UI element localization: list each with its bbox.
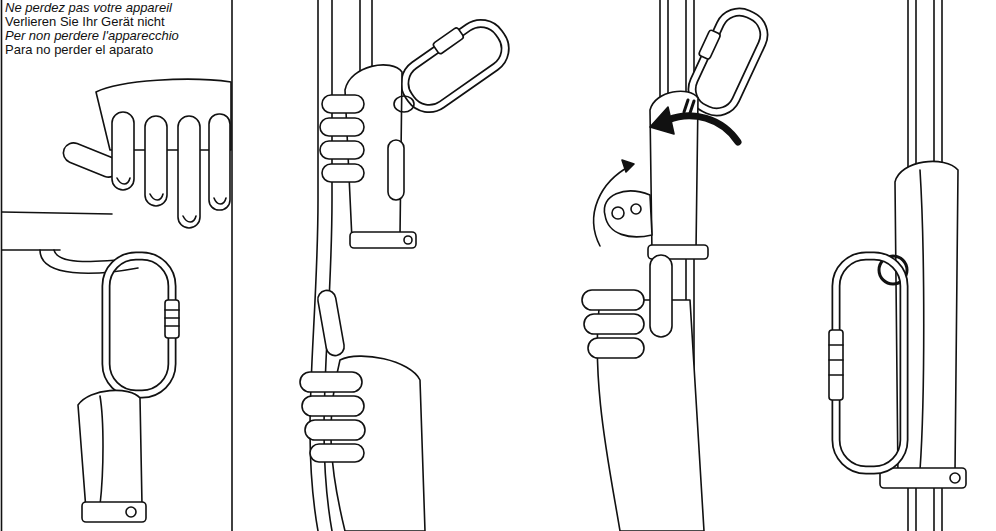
carabiner-part	[106, 256, 172, 394]
rope-clamp-device-part	[604, 191, 652, 237]
carabiner-part	[829, 330, 843, 400]
panel-frame-part	[231, 0, 233, 531]
rope-clamp-device-part	[404, 236, 412, 244]
hand-part	[316, 289, 345, 357]
hand-part	[209, 114, 230, 210]
hand-part	[310, 444, 364, 462]
hand-part	[178, 116, 200, 228]
rope-clamp-device-part	[82, 502, 146, 522]
hand-part	[650, 255, 672, 337]
rope-clamp-device-part	[350, 232, 416, 248]
hand	[60, 79, 231, 228]
hand-part	[320, 141, 364, 159]
hand-part	[322, 95, 364, 113]
hand-part	[582, 290, 644, 310]
rope-clamp-device-part	[78, 390, 142, 510]
rope-clamp-device-part	[612, 207, 624, 219]
panel-frame-part	[1, 0, 3, 531]
carabiner-part	[106, 256, 172, 394]
rope-clamp-device-part	[394, 96, 414, 112]
caption-line: Para no perder el aparato	[5, 43, 153, 57]
carabiner-part	[836, 256, 904, 470]
carabiner	[829, 256, 907, 470]
hand-part	[305, 420, 365, 440]
rotation-arrow	[594, 100, 738, 246]
hand-part	[588, 338, 644, 358]
caption-line: Per non perdere l'apparecchio	[5, 29, 179, 43]
hand-part	[584, 314, 644, 334]
rotation-arrow-part	[622, 160, 634, 172]
rope-clamp-device-part	[100, 396, 103, 505]
rotation-arrow-part	[650, 107, 674, 134]
hand-part	[322, 164, 364, 182]
rope-clamp-device	[880, 161, 966, 488]
hand-part	[117, 178, 226, 222]
carabiner-part	[829, 345, 843, 375]
carabiner-part	[698, 29, 721, 59]
hand	[320, 95, 404, 200]
hand-part	[300, 372, 362, 392]
carabiner-part	[165, 310, 179, 326]
hand	[300, 289, 425, 531]
carabiner-part	[432, 27, 464, 55]
carabiner	[679, 2, 771, 119]
carabiner	[392, 9, 514, 117]
carabiner-part	[165, 300, 179, 338]
hand	[582, 255, 704, 531]
hand-part	[320, 118, 364, 136]
caption-line: Ne perdez pas votre appareil	[5, 1, 172, 15]
hand-part	[145, 116, 167, 206]
carabiner	[106, 256, 179, 394]
rotation-arrow-part	[668, 116, 738, 142]
rope-clamp-device-part	[950, 473, 960, 483]
rotation-arrow-part	[684, 100, 694, 113]
carabiner-part	[836, 256, 904, 470]
hand-part	[302, 396, 364, 416]
rope-clamp-device-part	[126, 507, 136, 517]
panel-frame	[2, 0, 233, 531]
rope-clamp-device-part	[631, 204, 641, 214]
rotation-arrow-part	[594, 166, 630, 246]
rope-clamp-device	[78, 390, 146, 522]
rope-clamp-device-part	[880, 468, 966, 488]
rope-clamp-device-part	[920, 170, 924, 470]
caption-line: Verlieren Sie Ihr Gerät nicht	[5, 15, 165, 29]
harness-belt-part	[2, 212, 112, 250]
hand-part	[388, 140, 404, 200]
caption-block: Ne perdez pas votre appareilVerlieren Si…	[5, 1, 229, 57]
